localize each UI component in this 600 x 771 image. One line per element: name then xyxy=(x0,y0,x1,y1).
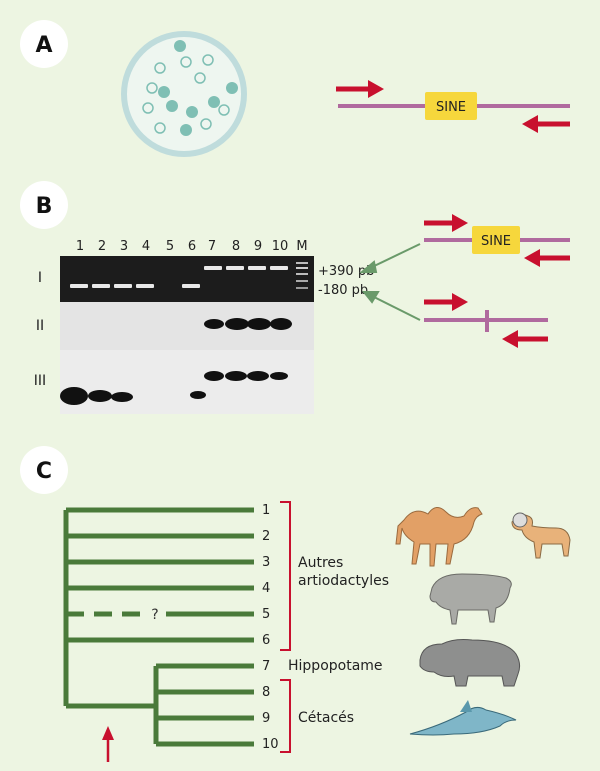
ram-icon xyxy=(511,512,571,559)
leaf-label: 6 xyxy=(262,633,270,648)
forward-primer-arrow-icon xyxy=(424,214,468,232)
leaf-label: 7 xyxy=(262,659,270,674)
lane-label: 4 xyxy=(142,239,150,254)
leaf-label: 8 xyxy=(262,685,270,700)
gel-image xyxy=(60,256,314,414)
phylogenetic-tree xyxy=(63,507,254,747)
camel-icon xyxy=(395,507,483,567)
bracket-other-artiodactyls xyxy=(280,501,291,651)
lane-label: 8 xyxy=(232,239,240,254)
size-label-180: -180 pb xyxy=(318,283,368,298)
reverse-primer-arrow-icon xyxy=(524,249,570,267)
panel-c-letter: C xyxy=(36,459,52,484)
panel-a-badge xyxy=(20,20,68,68)
panel-b: B 1 2 3 4 5 6 7 8 9 10 M I II III xyxy=(20,181,570,414)
lane-label: 2 xyxy=(98,239,106,254)
lane-label: 6 xyxy=(188,239,196,254)
lane-label: 7 xyxy=(208,239,216,254)
panel-b-badge xyxy=(20,181,68,229)
sine-label-b: SINE xyxy=(481,234,511,249)
gel-row-label: III xyxy=(34,373,46,389)
lane-label: 1 xyxy=(76,239,84,254)
reverse-primer-arrow-icon xyxy=(502,330,548,348)
sine-insert-diagram-b: SINE xyxy=(424,214,570,267)
size-label-390: +390 pb xyxy=(318,264,374,279)
forward-primer-arrow-icon xyxy=(336,80,384,98)
forward-primer-arrow-icon xyxy=(424,293,468,311)
leaf-label: 2 xyxy=(262,529,270,544)
lane-label: 10 xyxy=(272,239,289,254)
sine-insert-diagram-a: SINE xyxy=(336,80,570,133)
group-label-others-2: artiodactyles xyxy=(298,573,389,589)
petri-dish-icon xyxy=(121,31,247,157)
dolphin-icon xyxy=(409,700,517,736)
lane-label: 5 xyxy=(166,239,174,254)
gel-row-label: II xyxy=(36,318,44,334)
leaf-label: 4 xyxy=(262,581,270,596)
pointer-arrow-icon xyxy=(359,243,421,321)
group-label-others-1: Autres xyxy=(298,555,343,571)
leaf-label: 1 xyxy=(262,503,270,518)
lane-label: 3 xyxy=(120,239,128,254)
panel-a-letter: A xyxy=(35,33,52,58)
lane-label: 9 xyxy=(254,239,262,254)
gel-row-label: I xyxy=(38,270,42,286)
bracket-cetaceans xyxy=(280,679,291,753)
sine-box-a xyxy=(425,92,477,120)
panel-c-badge xyxy=(20,446,68,494)
group-label-hippo: Hippopotame xyxy=(288,658,383,674)
leaf-label: 3 xyxy=(262,555,270,570)
pig-icon xyxy=(429,573,512,625)
group-label-cetaceans: Cétacés xyxy=(298,710,354,726)
root-insertion-arrow-icon xyxy=(102,726,114,762)
lane-label: M xyxy=(296,239,307,254)
panel-b-letter: B xyxy=(36,194,53,219)
hippopotamus-icon xyxy=(419,639,521,687)
panel-c: C ? 1 2 3 4 5 xyxy=(20,446,571,762)
leaf-label: 10 xyxy=(262,737,279,752)
panel-a: A SINE xyxy=(20,20,570,157)
sine-label-a: SINE xyxy=(436,100,466,115)
group-brackets xyxy=(280,501,291,753)
leaf-label: 5 xyxy=(262,607,270,622)
unknown-position-marker: ? xyxy=(151,607,158,623)
leaf-label: 9 xyxy=(262,711,270,726)
empty-site-diagram-b xyxy=(424,293,548,348)
reverse-primer-arrow-icon xyxy=(522,115,570,133)
gel-lane-labels: 1 2 3 4 5 6 7 8 9 10 M xyxy=(76,239,308,254)
